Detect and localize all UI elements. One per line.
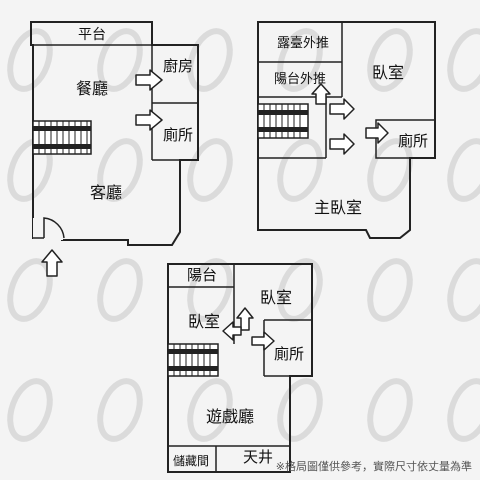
label-toilet-f2: 廁所 [398,132,428,150]
toilet-f2-arrow-icon [365,122,389,144]
floor2-stairs [257,103,309,139]
bedroom-f3-left-arrow-icon [222,321,242,341]
label-balcony-ext: 陽台外推 [274,72,326,87]
label-balcony-f3: 陽台 [187,266,217,284]
kitchen-arrow-icon [135,69,163,91]
floor1-stairs [32,120,92,155]
label-toilet-f1: 廁所 [163,126,193,144]
label-dining: 餐廳 [76,79,108,98]
label-storage: 儲藏間 [173,454,209,468]
floor2-outline [257,21,436,239]
label-living: 客廳 [90,183,122,202]
disclaimer-text: ※格局圖僅供參考，實際尺寸依丈量為準 [276,459,472,473]
balcony-arrow-icon [311,83,331,105]
floor-2: 露臺外推 陽台外推 臥室 廁所 主臥室 [257,21,436,239]
label-toilet-f3: 廁所 [274,345,304,363]
bedroom-arrow-icon [329,98,355,120]
floor3-stairs [167,343,219,377]
label-kitchen: 廚房 [163,57,193,75]
label-game-room: 遊戲廳 [206,407,254,426]
floor-1: 平台 餐廳 廚房 廁所 客廳 [30,21,199,277]
label-bedroom-f3-right: 臥室 [260,288,292,307]
label-terrace-ext: 露臺外推 [277,36,329,51]
label-bedroom-f3-left: 臥室 [188,312,220,331]
bedroom-f3-up-arrow-icon [236,307,254,331]
entrance-arrow-icon [41,249,63,277]
label-master-bedroom: 主臥室 [314,198,362,217]
label-platform: 平台 [78,27,106,43]
toilet-f3-arrow-icon [251,331,275,351]
toilet-f2-box [375,119,436,159]
toilet-arrow-icon [135,109,163,131]
label-bedroom-f2: 臥室 [372,63,404,82]
label-skylight: 天井 [243,448,273,466]
watermark-logo [7,28,480,442]
floor-3: 陽台 臥室 臥室 廁所 遊戲廳 儲藏間 天井 [167,263,313,473]
master-arrow-icon [329,133,355,155]
entrance-door [33,217,65,240]
